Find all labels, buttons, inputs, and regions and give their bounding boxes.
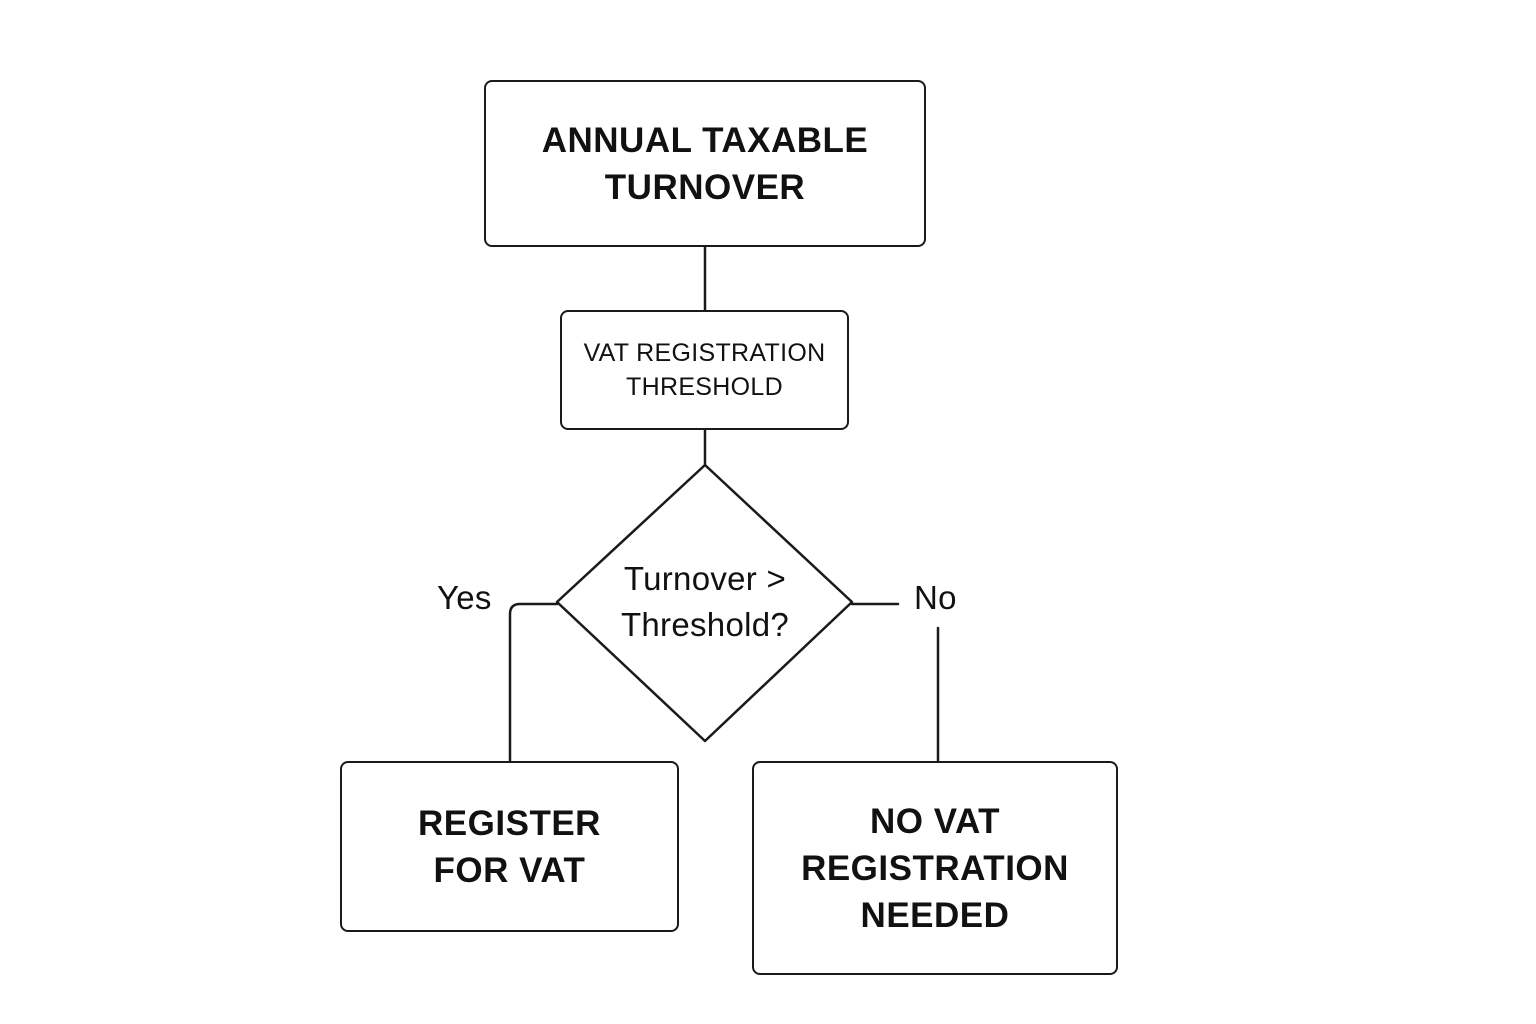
yes-branch-label: Yes xyxy=(437,579,492,616)
vat-registration-threshold-label: VAT REGISTRATION THRESHOLD xyxy=(583,339,826,401)
register-for-vat-box: REGISTER FOR VAT xyxy=(340,761,679,932)
no-vat-registration-needed-box: NO VAT REGISTRATION NEEDED xyxy=(752,761,1118,975)
decision-diamond xyxy=(555,463,854,743)
annual-taxable-turnover-box: ANNUAL TAXABLE TURNOVER xyxy=(484,80,926,247)
no-branch-label: No xyxy=(914,579,957,616)
register-for-vat-label: REGISTER FOR VAT xyxy=(418,803,601,890)
vat-registration-threshold-box: VAT REGISTRATION THRESHOLD xyxy=(560,310,849,430)
no-vat-registration-needed-label: NO VAT REGISTRATION NEEDED xyxy=(801,801,1069,935)
annual-taxable-turnover-label: ANNUAL TAXABLE TURNOVER xyxy=(541,120,869,207)
decision-question: Turnover > Threshold? xyxy=(620,560,790,643)
connector-yes-branch xyxy=(508,602,559,763)
